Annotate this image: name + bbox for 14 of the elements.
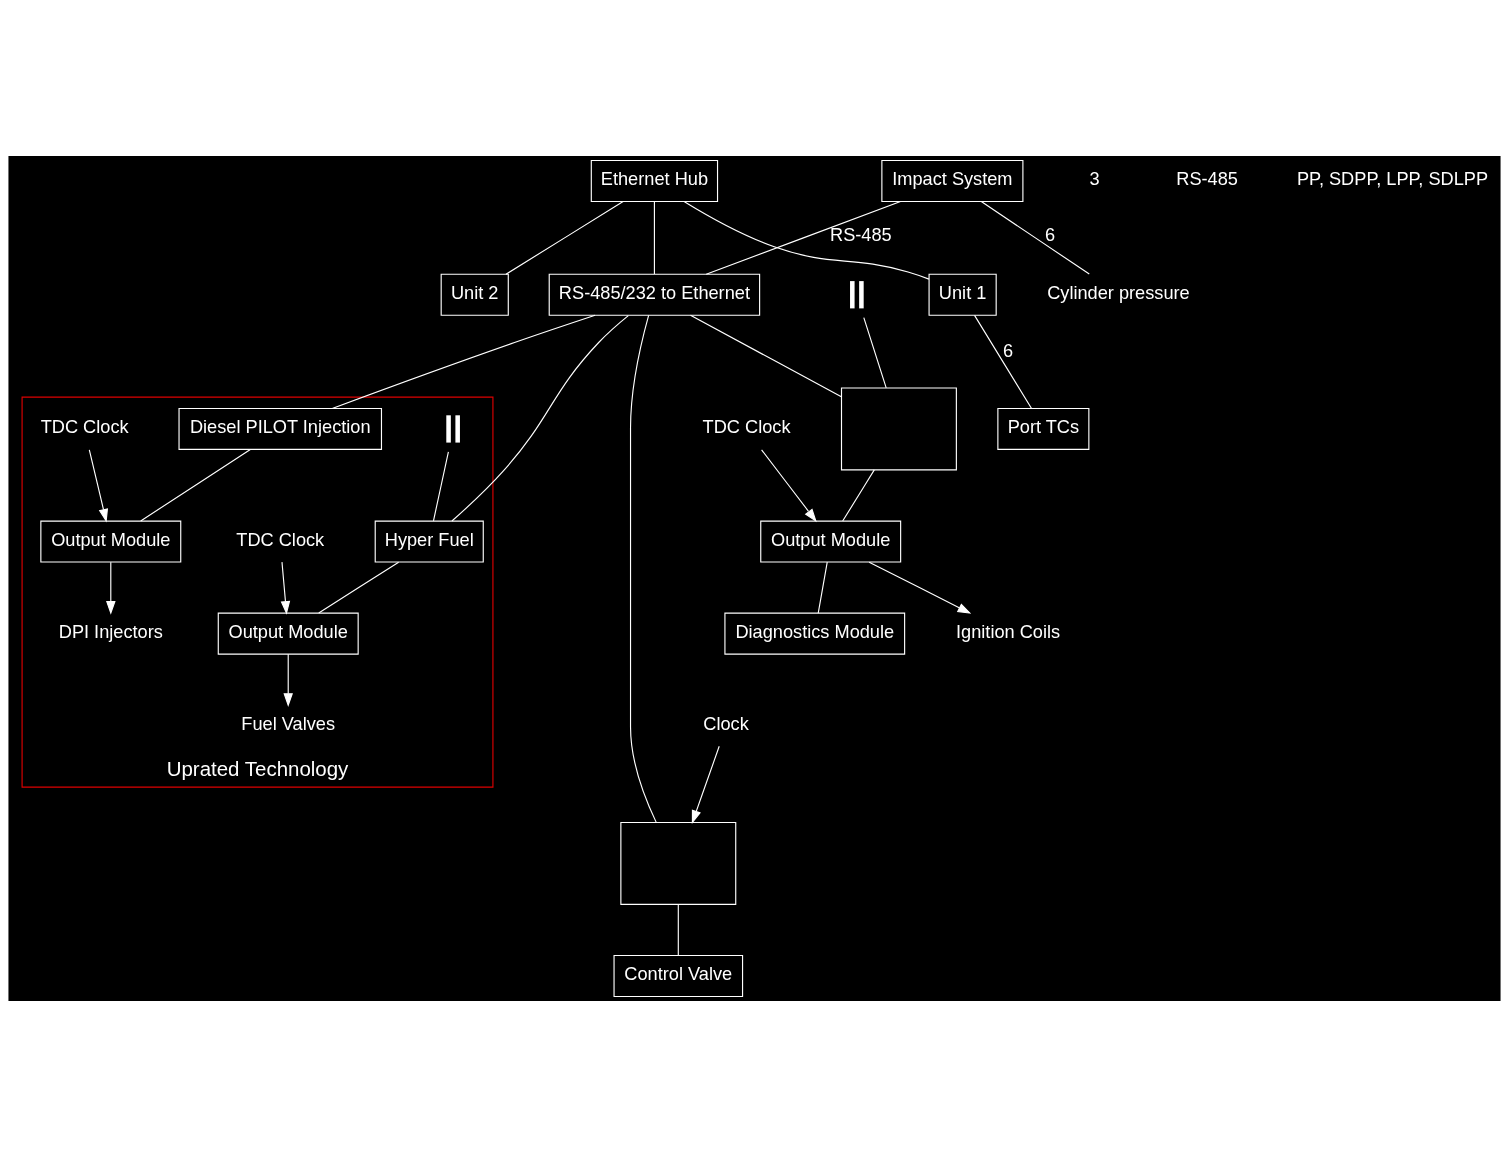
edge-label: RS-485 xyxy=(830,224,892,245)
node-text: Fuel Valves xyxy=(241,713,336,734)
node-text: Ignition Coils xyxy=(956,621,1061,642)
node-text: TDC Clock xyxy=(40,416,129,437)
node-text: Cylinder pressure xyxy=(1047,282,1190,303)
node-text: TDC Clock xyxy=(702,416,791,437)
label: 3 xyxy=(1089,168,1100,189)
node-text: TDC Clock xyxy=(236,529,325,550)
node-text: DPI Injectors xyxy=(58,621,163,642)
edge-label: 6 xyxy=(1003,340,1014,361)
label: PP, SDPP, LPP, SDLPP xyxy=(1296,168,1489,189)
edge-label: 6 xyxy=(1045,224,1056,245)
label: RS-485 xyxy=(1176,168,1238,189)
node-text: Clock xyxy=(703,713,749,734)
